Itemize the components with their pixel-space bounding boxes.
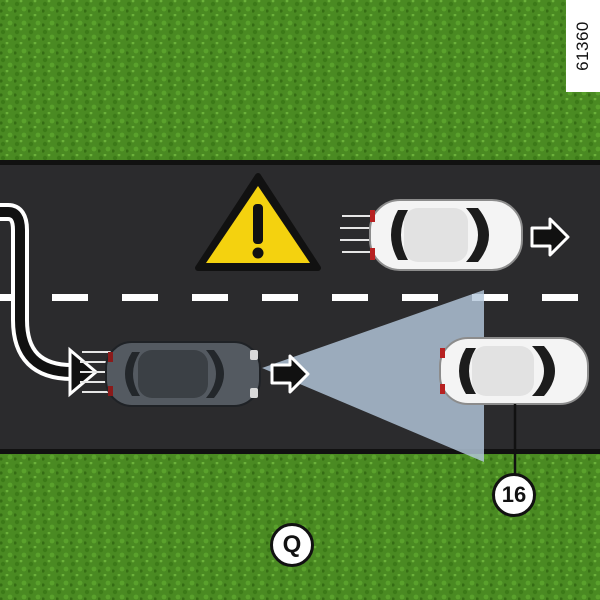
- warning-triangle-icon: [195, 173, 321, 271]
- passing-car: [340, 199, 523, 271]
- scene-callout: Q: [270, 523, 314, 567]
- vehicle-callout: 16: [492, 473, 536, 517]
- vehicle-callout-label: 16: [501, 482, 527, 507]
- sensor-detection-zone: [262, 290, 484, 462]
- own-car-direction-arrow-icon: [270, 354, 310, 394]
- passing-car-direction-arrow-icon: [530, 217, 570, 257]
- grass-top: [0, 0, 600, 162]
- lane-divider: [0, 294, 578, 301]
- road-edge-top: [0, 160, 600, 165]
- passing-car-motion-lines: [340, 215, 372, 253]
- vehicle-ahead: [439, 337, 589, 476]
- road-edge-bottom: [0, 449, 600, 454]
- figure-reference-text: 61360: [573, 21, 592, 71]
- figure-reference-number: 61360: [566, 0, 600, 92]
- own-car: [80, 341, 261, 407]
- scene-callout-label: Q: [282, 531, 302, 558]
